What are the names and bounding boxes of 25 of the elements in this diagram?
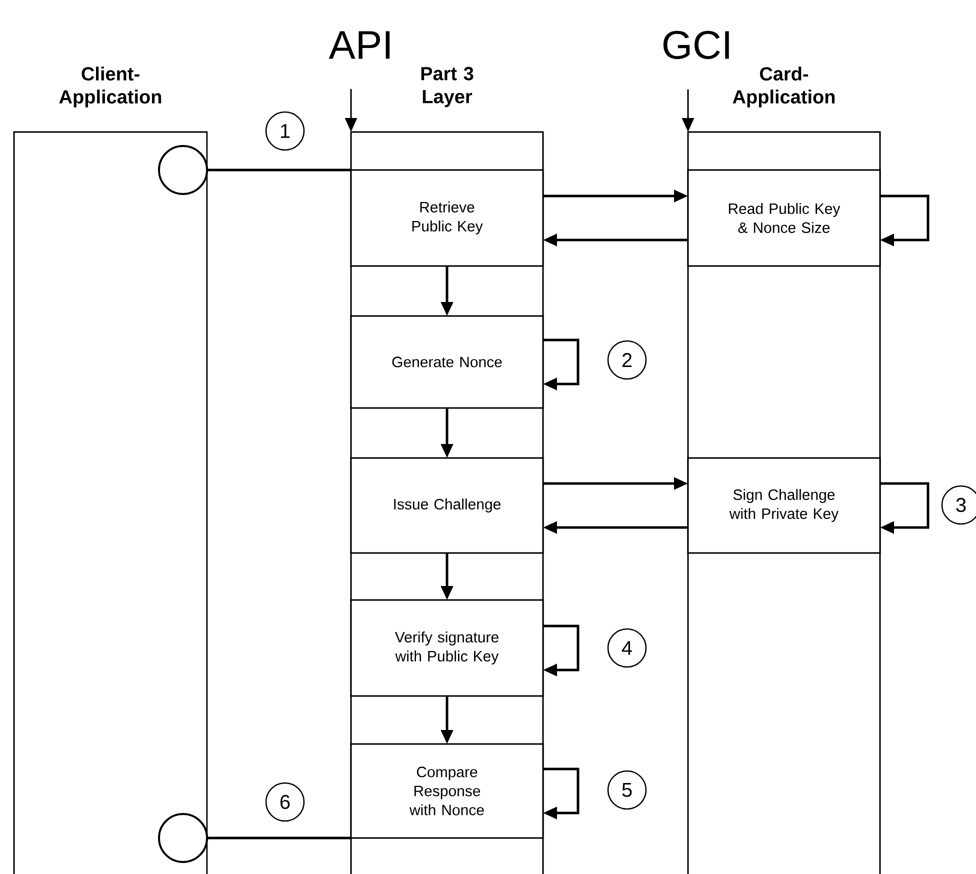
callout-number: 6: [265, 782, 305, 822]
arrow: [543, 768, 580, 820]
lifeline-heading: Card-Application: [732, 66, 835, 108]
callout-number: 3: [941, 485, 976, 525]
process-box: Read Public Key & Nonce Size: [687, 169, 881, 267]
callout-number: 1: [265, 111, 305, 151]
arrow: [880, 194, 930, 246]
process-box: Issue Challenge: [350, 457, 544, 554]
callout-number: 4: [607, 628, 647, 668]
interface-label: GCI: [663, 30, 729, 60]
connector-circle: [158, 812, 208, 863]
callout-number: 2: [607, 340, 647, 380]
process-box: Verify signature with Public Key: [350, 599, 544, 697]
lifeline-heading: Part 3 Layer: [421, 66, 474, 108]
process-box: Sign Challenge with Private Key: [687, 457, 881, 554]
interface-label: API: [328, 31, 390, 59]
connector-circle: [158, 144, 208, 195]
arrow: [543, 624, 580, 676]
process-box: Generate Nonce: [350, 315, 544, 409]
callout-number: 5: [607, 770, 647, 810]
arrow: [880, 482, 930, 534]
lifeline-heading: Client-Application: [59, 66, 162, 108]
arrow: [543, 338, 580, 390]
process-box: Compare Response with Nonce: [350, 743, 544, 839]
process-box: Retrieve Public Key: [350, 169, 544, 267]
